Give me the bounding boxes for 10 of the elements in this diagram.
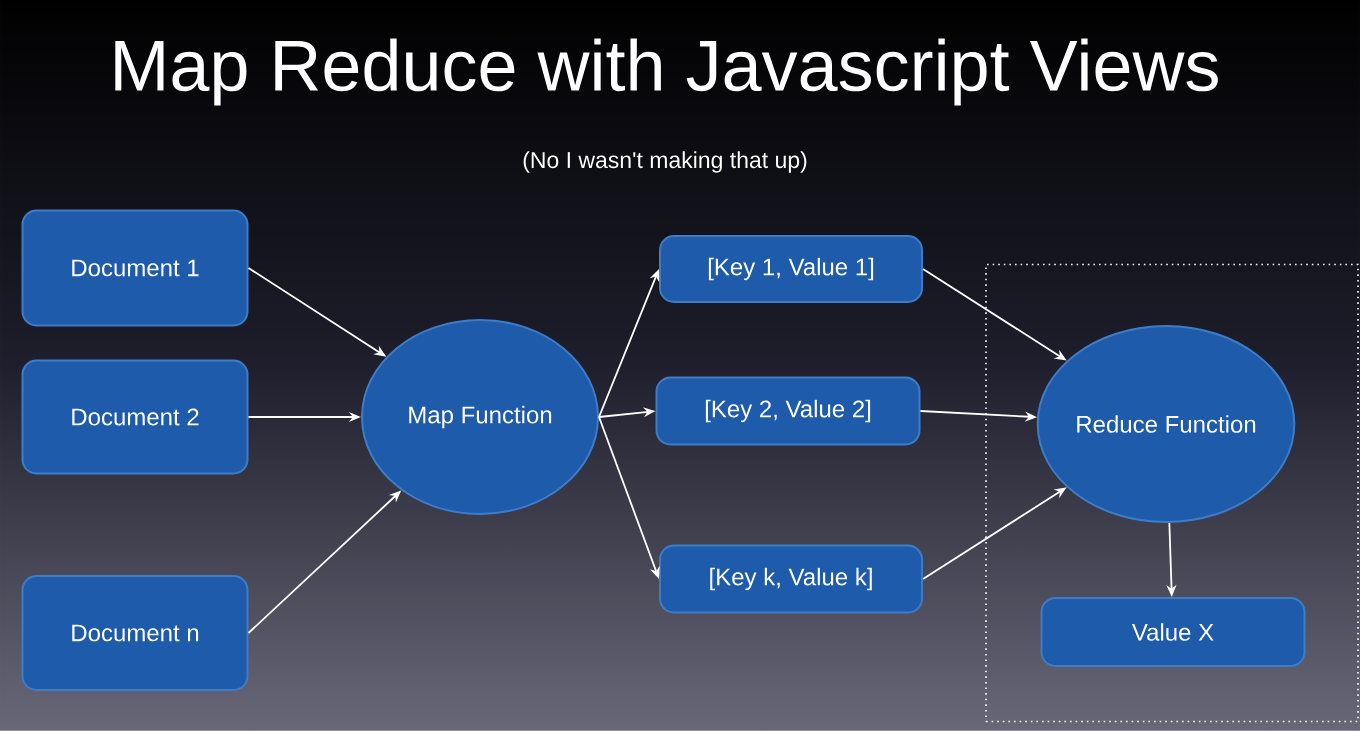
title: Map Reduce with Javascript Views: [115, 38, 1218, 106]
process-box: Document 2: [21, 359, 249, 475]
process-box: [Key 1, Value 1]: [659, 235, 923, 303]
dotted-frame: [985, 263, 1359, 723]
process-box: [Key k, Value k]: [659, 544, 923, 614]
subtitle: (No I wasn't making that up): [523, 151, 807, 173]
process-box: Document n: [21, 575, 249, 691]
process-box: Document 1: [21, 209, 249, 327]
process-box: Value X: [1040, 597, 1306, 667]
process-box: [Key 2, Value 2]: [655, 376, 921, 446]
